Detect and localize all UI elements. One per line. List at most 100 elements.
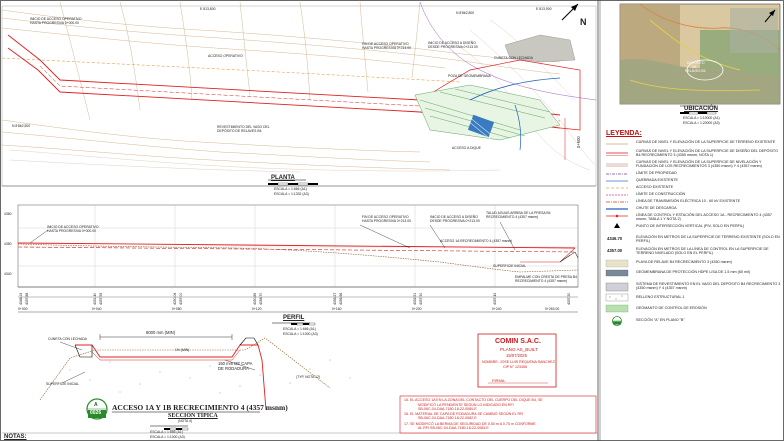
profile-label-empalme-1: EMPALME CON CRESTA DE PRESA B4 [515, 275, 578, 279]
section-scale-2: ESCALA = 1:1000 (A3) [150, 435, 185, 439]
profile-station: 0+263.00 [545, 307, 560, 311]
section-label-slope: 1% (MIN) [175, 348, 190, 352]
legend-item: LÍMITE DE PROPIEDAD [636, 171, 677, 175]
stamp-cip: CIP N° 123456 [503, 365, 527, 369]
section-badge-top: A [94, 402, 98, 408]
profile-station: 0+240 [492, 307, 502, 311]
profile-value: 4357.30 [419, 292, 423, 305]
section-label-capa-1: 150 mm DE CAPA [218, 361, 253, 366]
profile-label-inicio-diseno-1: INICIO DE ACCESO A DISEÑO [430, 215, 478, 219]
plan-label-revestimiento-1: REVESTIMIENTO DEL VASO DEL [217, 125, 270, 129]
plan-label-acceso-operativo: ACCESO OPERATIVO [208, 54, 243, 58]
legend-elev-1: 4346.70 [607, 236, 623, 241]
profile-station: 0+120 [252, 307, 262, 311]
plan-scale-2: ESCALA = 1:1332 (A3) [274, 192, 309, 196]
plan-label-fin-1: FIN DE ACCESO OPERATIVO [362, 42, 409, 46]
red-note-line: 15. EL ACCESO 1A EN LA ZONA DEL CONTACTO… [404, 398, 543, 402]
section-label-capa-2: DE RODADURA [218, 366, 249, 371]
profile-elev-4360: 4360 [4, 212, 12, 216]
typical-section-view [2, 334, 598, 434]
red-note-line: 17. SE MODIFICÓ LA BERMA DE SEGURIDAD DE… [404, 422, 536, 426]
plan-title: PLANTA [271, 175, 295, 181]
legend-item: ELEVACIÓN EN METROS DE LA LÍNEA DE CONTR… [636, 247, 769, 256]
north-arrow [561, 3, 579, 21]
section-label-cuneta: CUNETA CON LECHADA [48, 337, 87, 341]
section-label-superficie: SUPERFICIE INICIAL [46, 382, 80, 386]
legend-item: SECCIÓN "A" EN PLANO "B" [636, 318, 685, 322]
legend-item: QUEBRADA EXISTENTE [636, 178, 679, 182]
plan-scale-bar [268, 182, 318, 186]
stamp-company: COMIN S.A.C. [495, 338, 541, 345]
plan-view [1, 1, 597, 187]
profile-value: 4351.40 [93, 292, 97, 305]
plan-label-inicio-1: INICIO DE ACCESO OPERATIVO [30, 17, 82, 21]
profile-value: 4358.70 [259, 292, 263, 305]
location-scale-1: ESCALA = 1:10000 (A1) [683, 116, 720, 120]
legend-title: LEYENDA: [606, 130, 642, 137]
legend-symbols [605, 143, 629, 326]
legend-item: PLAYA DE RELAVE B4 RECRECIMIENTO 3 (4350… [636, 260, 732, 264]
legend-item: CHUTE DE DESCARGA [636, 206, 677, 210]
legend-item: LÍMITE DE CONSTRUCCIÓN [636, 192, 686, 196]
profile-value: 4356.96 [339, 292, 343, 305]
profile-label-talud-1: TALUD AGUAS ARRIBA DE LA PRESA B4 [486, 211, 551, 215]
section-label-width: 8000 mm (MIN) [146, 330, 176, 335]
location-deposit-1: DEPÓSITO [687, 61, 705, 65]
plan-label-cuneta: CUNETA CON LECHADA [494, 56, 533, 60]
section-badge-bottom: 0026 [90, 410, 102, 416]
location-deposit-2: DE [692, 65, 697, 69]
red-notes-box [399, 395, 597, 434]
legend-item: LÍNEA DE CONTROL Y ESTACIÓN DEL ACCESO 1… [636, 213, 772, 222]
legend-item: RELLENO ESTRUCTURAL 1 [636, 295, 685, 299]
plan-north-label: N [580, 17, 587, 27]
legend-item: GEOMEMBRANA DE PROTECCIÓN HDPE LISA DE 1… [636, 270, 750, 274]
location-map [619, 3, 781, 115]
location-deposit-3: RELAVES B4 [685, 69, 706, 73]
profile-value: 4348.19 [19, 292, 23, 305]
stamp-firma: FIRMA: [492, 378, 506, 383]
profile-label-inicio-1: INICIO DE ACCESO OPERATIVO [47, 225, 99, 229]
stamp-box [477, 333, 557, 388]
legend-item: CURVAS DE NIVEL Y ELEVACIÓN DE LA SUPERF… [636, 140, 776, 144]
stamp-name: NOMBRE: JOSE LUIS REQUENA SANCHEZ [482, 360, 555, 364]
profile-value: 4350.06 [173, 292, 177, 305]
pond-geomembrane [467, 114, 495, 140]
legend-item: ACCESO EXISTENTE [636, 185, 674, 189]
plan-coord-3: N 8'862,500 [12, 124, 31, 128]
profile-value: 4357.42 [493, 292, 497, 305]
profile-station: 0+200 [412, 307, 422, 311]
profile-value: 4357.30 [567, 292, 571, 305]
profile-label-inicio-2: HASTA PROGRESIVA 0+000.00 [47, 229, 96, 233]
plan-label-fin-2: HASTA PROGRESIVA 0+213.00 [362, 46, 411, 50]
section-scale-1: ESCALA = 1:666 (A1) [150, 430, 183, 434]
plan-scale-1: ESCALA = 1:666 (A1) [274, 187, 307, 191]
plan-coord-2: E 813,900 [536, 7, 552, 11]
plan-label-inicio-diseno-2: DESDE PROGRESIVA 0+213.00 [428, 45, 478, 49]
profile-station: 0+160 [332, 307, 342, 311]
profile-label-superficie: SUPERFICIE INICIAL [493, 264, 527, 268]
section-label-typ: (TYP, NOTA 12) [296, 375, 320, 379]
profile-label-talud-2: RECRECIMIENTO 4 (4357 msnm) [486, 215, 539, 219]
legend-item: SISTEMA DE REVESTIMIENTO EN EL VASO DEL … [636, 282, 781, 291]
plan-label-progresiva: 0+600 [576, 136, 581, 148]
profile-scale-1: ESCALA = 1:666 (A1) [283, 327, 316, 331]
red-note-line: SB-06C-04-DAA-7180-18-22-0082-E [418, 416, 477, 420]
profile-elev-4340: 4340 [4, 272, 12, 276]
profile-label-fin-1: FIN DE ACCESO OPERATIVO [362, 215, 409, 219]
profile-label-acceso: ACCESO 1A RECRECIMIENTO 4 (4357 msnm) [440, 239, 513, 243]
section-note: (NOTA 4) [178, 419, 193, 423]
profile-value: 4357.88 [25, 292, 29, 305]
profile-label-empalme-2: RECRECIMIENTO 4 (4357 msnm) [515, 279, 568, 283]
profile-value: 4352.51 [413, 292, 417, 305]
stamp-plan: PLANO AS_BUILT [500, 347, 538, 352]
profile-elev-4350: 4350 [4, 242, 12, 246]
profile-value: 4357.59 [99, 292, 103, 305]
section-subtitle: SECCIÓN TÍPICA [168, 413, 218, 419]
legend-item: CURVAS DE NIVEL Y ELEVACIÓN DE LA SUPERF… [636, 149, 778, 158]
plan-label-revestimiento-2: DEPÓSITO DE RELAVES B4 [217, 129, 262, 133]
profile-value: 4356.27 [333, 292, 337, 305]
legend-item: CURVAS DE NIVEL Y ELEVACIÓN DE LA SUPERF… [636, 160, 762, 169]
legend-item: PUNTO DE INTERSECCIÓN VERTICAL (PIV, SOL… [636, 224, 745, 228]
profile-label-fin-2: HASTA PROGRESIVA 0+213.00 [362, 219, 411, 223]
